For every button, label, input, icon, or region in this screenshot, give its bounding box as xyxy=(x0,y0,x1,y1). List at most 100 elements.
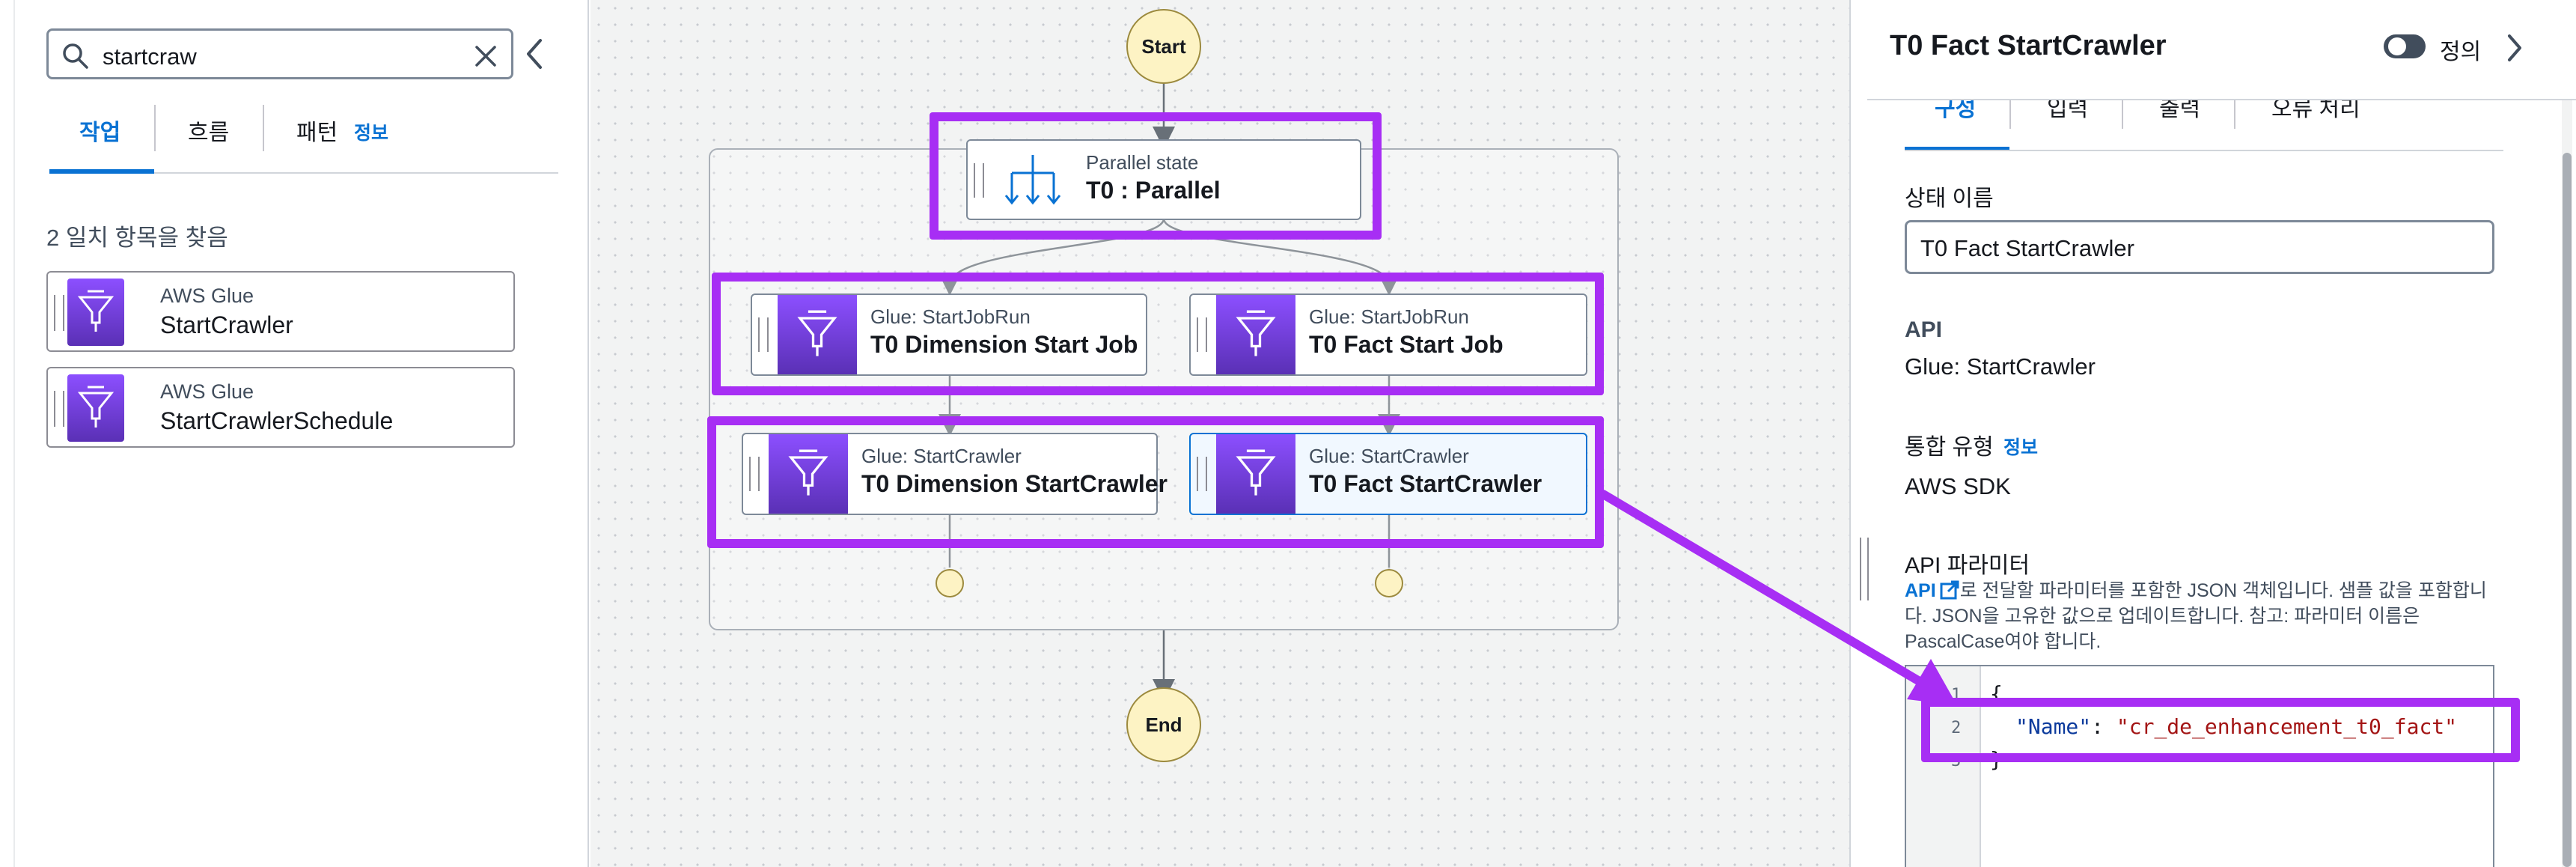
tab-divider xyxy=(2009,88,2011,129)
json-code-editor[interactable]: 1 2 3 { "Name": "cr_de_enhancement_t0_fa… xyxy=(1905,665,2494,867)
state-node-dimension-startcrawler[interactable]: Glue: StartCrawler T0 Dimension StartCra… xyxy=(742,433,1168,515)
edge-parallel-left xyxy=(938,218,1165,296)
external-link-icon[interactable] xyxy=(1939,579,1960,600)
inspector-tabs: 구성 입력 출력 오류 처리 xyxy=(1905,84,2503,151)
state-node-dimension-start-job[interactable]: Glue: StartJobRun T0 Dimension Start Job xyxy=(751,293,1147,376)
integration-type-label: 통합 유형 xyxy=(1905,435,1994,460)
code-line: "Name": "cr_de_enhancement_t0_fact" xyxy=(2015,714,2457,739)
state-name-label: 상태 이름 xyxy=(1905,186,1994,211)
node-name: T0 Dimension Start Job xyxy=(870,331,1138,358)
parallel-state-node[interactable]: Parallel state T0 : Parallel xyxy=(966,139,1361,220)
workflow-canvas[interactable]: Start Parallel state T0 : Parallel Glue:… xyxy=(590,0,1851,867)
definition-toggle[interactable] xyxy=(2384,34,2426,58)
tab-divider xyxy=(263,105,264,151)
api-params-label: API 파라미터 xyxy=(1905,553,2030,578)
inspector-panel: 구성 입력 출력 오류 처리 T0 Fact StartCrawler 정의 상… xyxy=(1852,0,2576,867)
highlight-box-start-crawlers xyxy=(707,416,1604,548)
node-service: Glue: StartCrawler xyxy=(861,445,1022,467)
chevron-right-icon[interactable] xyxy=(2503,33,2526,63)
inspector-title: T0 Fact StartCrawler xyxy=(1890,30,2167,61)
json-value: "cr_de_enhancement_t0_fact" xyxy=(2116,714,2458,739)
node-name: T0 Dimension StartCrawler xyxy=(861,470,1168,497)
api-value: Glue: StartCrawler xyxy=(1905,353,2096,380)
search-icon xyxy=(63,43,88,69)
drag-handle-icon[interactable] xyxy=(54,295,64,331)
tab-output[interactable]: 출력 xyxy=(2159,97,2201,121)
left-panel-edge xyxy=(13,0,15,867)
tab-patterns[interactable]: 패턴 xyxy=(296,121,338,145)
result-name: StartCrawlerSchedule xyxy=(160,407,394,434)
close-icon[interactable] xyxy=(471,41,501,71)
inspector-header: T0 Fact StartCrawler 정의 xyxy=(1867,0,2576,100)
result-item-startcrawler[interactable]: AWS Glue StartCrawler xyxy=(46,271,515,352)
branch-end-point xyxy=(936,569,964,597)
node-name: T0 Fact StartCrawler xyxy=(1309,470,1542,497)
glue-funnel-icon xyxy=(67,279,124,346)
tab-divider xyxy=(154,105,156,151)
api-label: API xyxy=(1905,317,1943,342)
api-doc-link[interactable]: API xyxy=(1905,580,1936,601)
result-service: AWS Glue xyxy=(160,285,254,307)
node-service: Glue: StartCrawler xyxy=(1309,445,1469,467)
line-number-gutter xyxy=(1906,666,1981,867)
tab-input[interactable]: 입력 xyxy=(2047,97,2089,121)
states-browser-panel: startcraw 작업 흐름 패턴 정보 2 일치 항목을 찾음 AWS Gl… xyxy=(0,0,589,867)
edge-parallel-right xyxy=(1162,218,1400,296)
state-name-value: T0 Fact StartCrawler xyxy=(1920,235,2134,261)
tab-flow[interactable]: 흐름 xyxy=(188,121,230,145)
definition-toggle-label: 정의 xyxy=(2440,40,2482,64)
node-service: Glue: StartJobRun xyxy=(1309,305,1469,328)
integration-type-value: AWS SDK xyxy=(1905,473,2011,499)
result-service: AWS Glue xyxy=(160,380,254,403)
drag-handle-icon[interactable] xyxy=(54,391,64,427)
highlight-box-start-jobs xyxy=(712,273,1604,395)
api-params-description-text: 로 전달할 파라미터를 포함한 JSON 객체입니다. 샘플 값을 포함합니다.… xyxy=(1905,580,2487,652)
browser-tabs: 작업 흐름 패턴 정보 xyxy=(49,105,558,174)
node-type: Parallel state xyxy=(1086,151,1199,174)
integration-info-link[interactable]: 정보 xyxy=(2003,437,2039,458)
json-separator: : xyxy=(2091,714,2116,739)
end-node[interactable]: End xyxy=(1126,687,1201,762)
glue-funnel-icon xyxy=(1216,295,1295,374)
node-name: T0 Fact Start Job xyxy=(1309,331,1504,358)
search-input-value: startcraw xyxy=(103,43,197,70)
state-name-input[interactable]: T0 Fact StartCrawler xyxy=(1905,220,2494,274)
state-node-fact-start-job[interactable]: Glue: StartJobRun T0 Fact Start Job xyxy=(1189,293,1587,376)
drag-handle-icon[interactable] xyxy=(1197,317,1207,352)
tab-configuration[interactable]: 구성 xyxy=(1935,97,1977,121)
state-node-fact-startcrawler[interactable]: Glue: StartCrawler T0 Fact StartCrawler xyxy=(1189,433,1587,515)
match-count: 2 일치 항목을 찾음 xyxy=(46,225,228,251)
drag-handle-icon[interactable] xyxy=(1197,457,1207,491)
parallel-branch-icon xyxy=(993,141,1072,219)
node-service: Glue: StartJobRun xyxy=(870,305,1031,328)
start-node[interactable]: Start xyxy=(1126,9,1201,84)
line-number: 2 xyxy=(1951,719,1962,737)
scrollbar-thumb[interactable] xyxy=(2563,153,2572,867)
result-name: StartCrawler xyxy=(160,311,293,338)
drag-handle-icon[interactable] xyxy=(749,457,760,491)
drag-handle-icon[interactable] xyxy=(758,317,769,352)
tab-divider xyxy=(2122,88,2123,129)
inspector-scrollbar[interactable] xyxy=(2562,100,2572,867)
drag-handle-icon[interactable] xyxy=(974,163,984,198)
node-name: T0 : Parallel xyxy=(1086,177,1221,204)
highlight-box-parallel xyxy=(930,112,1382,240)
glue-funnel-icon xyxy=(67,374,124,442)
glue-funnel-icon xyxy=(778,295,857,374)
search-input[interactable]: startcraw xyxy=(46,28,513,79)
tab-error-handling[interactable]: 오류 처리 xyxy=(2271,97,2360,121)
tab-divider xyxy=(2234,88,2235,129)
tab-actions[interactable]: 작업 xyxy=(79,121,121,145)
panel-resize-handle[interactable] xyxy=(1860,538,1869,600)
glue-funnel-icon xyxy=(1216,434,1295,514)
result-item-startcrawlerschedule[interactable]: AWS Glue StartCrawlerSchedule xyxy=(46,367,515,448)
patterns-info-link[interactable]: 정보 xyxy=(354,123,389,144)
active-tab-indicator xyxy=(1905,147,2009,150)
chevron-left-icon[interactable] xyxy=(524,36,546,72)
highlight-box-json-param xyxy=(1921,698,2520,762)
branch-end-point xyxy=(1375,569,1403,597)
glue-funnel-icon xyxy=(769,434,848,514)
active-tab-indicator xyxy=(49,169,154,174)
json-key: "Name" xyxy=(2015,714,2092,739)
